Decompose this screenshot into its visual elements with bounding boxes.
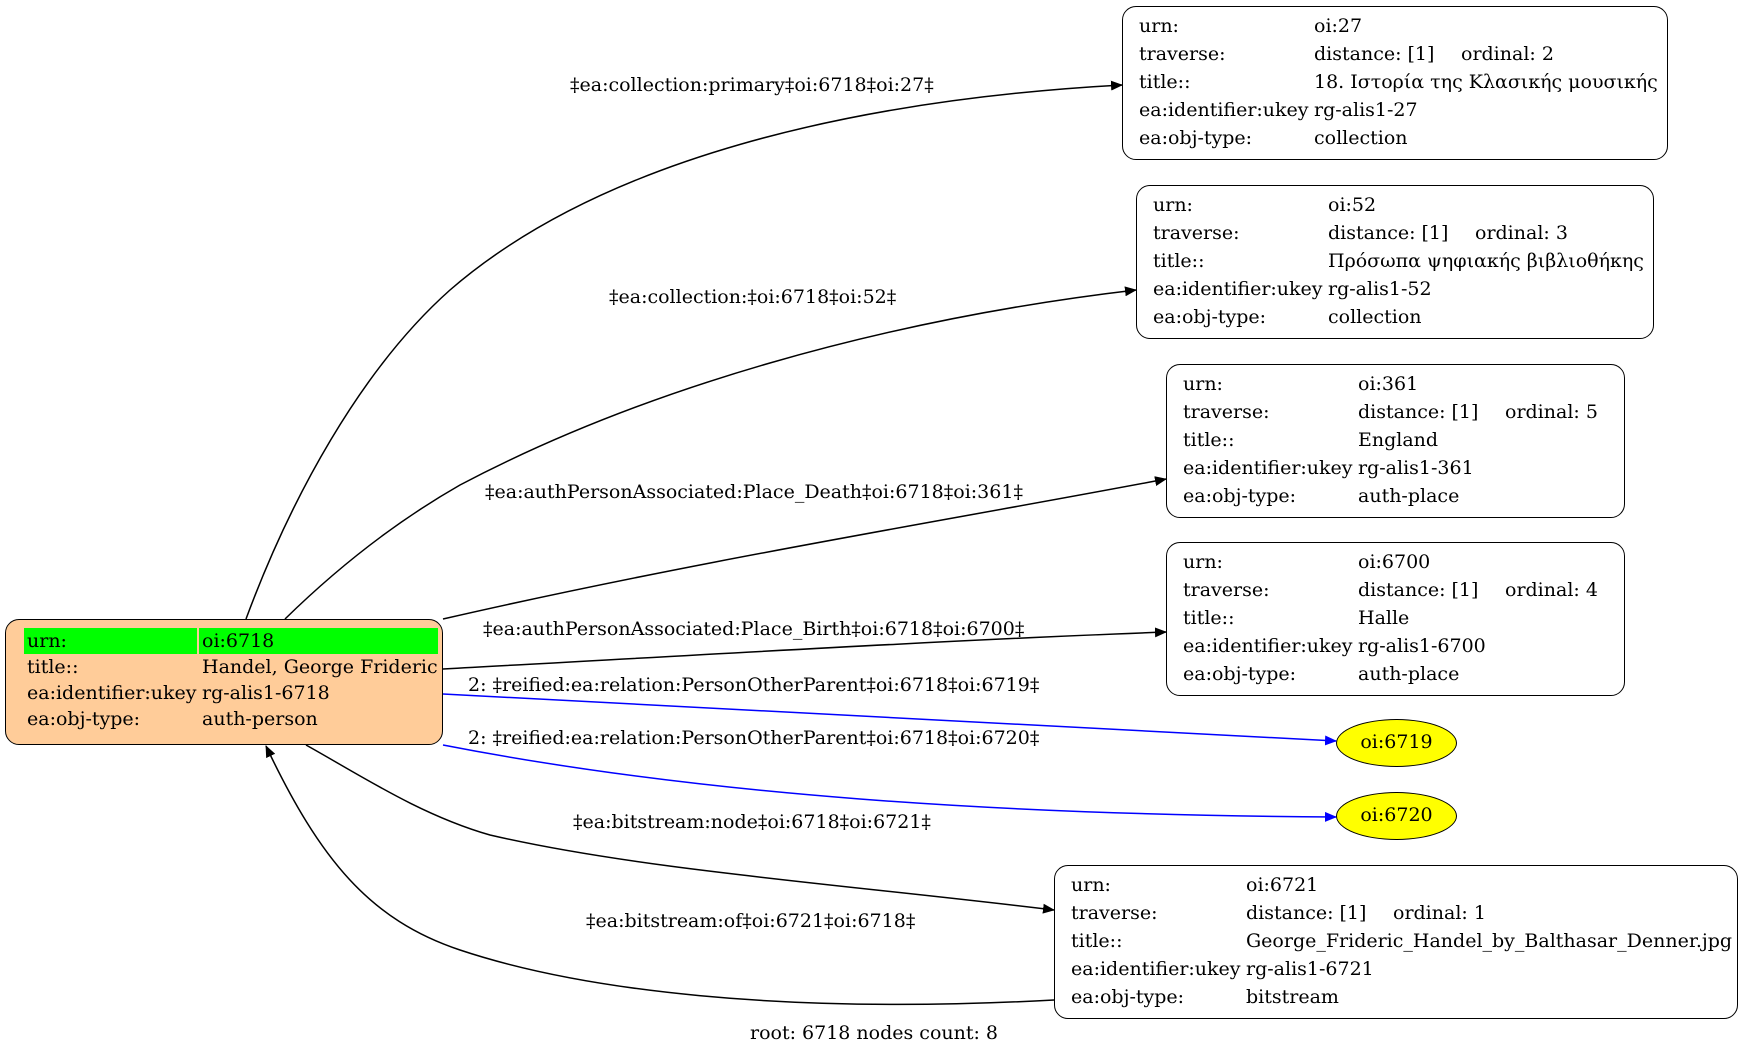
node-title-key: title:: xyxy=(1139,71,1191,93)
node-type-value: auth-place xyxy=(1358,663,1460,685)
node-title-value: 18. Ιστορία της Κλασικής μουσικής xyxy=(1314,71,1658,93)
node-urn-value: oi:361 xyxy=(1358,373,1419,395)
edge-label: ‡ea:collection:‡oi:6718‡oi:52‡ xyxy=(609,286,897,308)
edge-from-oi6721 xyxy=(265,745,1055,1006)
node-title-key: title:: xyxy=(1071,930,1123,952)
node-ukey-value: rg-alis1-361 xyxy=(1358,457,1474,479)
root-ukey-value: rg-alis1-6718 xyxy=(202,682,330,704)
node-ukey-key: ea:identifier:ukey xyxy=(1183,635,1353,657)
root-urn-value: oi:6718 xyxy=(199,628,438,654)
node-type-key: ea:obj-type: xyxy=(1153,306,1267,328)
node-ukey-value: rg-alis1-52 xyxy=(1328,278,1432,300)
root-type-key: ea:obj-type: xyxy=(27,708,141,730)
node-ordinal: ordinal: 2 xyxy=(1461,43,1554,65)
node-ordinal: ordinal: 4 xyxy=(1505,579,1598,601)
node-oi6700[interactable]: urn: oi:6700 traverse: distance: [1] ordina… xyxy=(1166,542,1625,696)
node-ukey-key: ea:identifier:ukey xyxy=(1139,99,1309,121)
edge-label: ‡ea:authPersonAssociated:Place_Death‡oi:… xyxy=(485,481,1023,503)
node-distance: distance: [1] xyxy=(1358,579,1479,601)
node-urn-key: urn: xyxy=(1183,373,1223,395)
edge-label: ‡ea:bitstream:node‡oi:6718‡oi:6721‡ xyxy=(573,811,931,833)
root-ukey-key: ea:identifier:ukey xyxy=(27,682,197,704)
node-title-value: George_Frideric_Handel_by_Balthasar_Denn… xyxy=(1246,930,1733,952)
node-type-key: ea:obj-type: xyxy=(1183,485,1297,507)
node-oi27[interactable]: urn: oi:27 traverse: distance: [1] ordinal:… xyxy=(1122,6,1668,160)
node-title-key: title:: xyxy=(1183,607,1235,629)
root-node[interactable]: urn: oi:6718 title:: Handel, George Frid… xyxy=(5,619,443,745)
node-urn-value: oi:6700 xyxy=(1358,551,1431,573)
node-traverse-key: traverse: xyxy=(1153,222,1240,244)
node-title-value: Halle xyxy=(1358,607,1410,629)
edge-to-oi27 xyxy=(245,80,1123,620)
node-oi6720[interactable]: oi:6720 xyxy=(1336,792,1457,840)
node-ukey-value: rg-alis1-6700 xyxy=(1358,635,1486,657)
root-title-key: title:: xyxy=(27,656,79,678)
node-title-value: England xyxy=(1358,429,1439,451)
node-ordinal: ordinal: 5 xyxy=(1505,401,1598,423)
node-ukey-key: ea:identifier:ukey xyxy=(1153,278,1323,300)
node-type-value: bitstream xyxy=(1246,986,1339,1008)
node-ordinal: ordinal: 1 xyxy=(1393,902,1486,924)
node-traverse-key: traverse: xyxy=(1183,579,1270,601)
edge-label: ‡ea:bitstream:of‡oi:6721‡oi:6718‡ xyxy=(586,910,916,932)
node-urn-value: oi:6721 xyxy=(1246,874,1319,896)
node-traverse-key: traverse: xyxy=(1071,902,1158,924)
edge-to-oi361 xyxy=(442,476,1167,620)
edge-label: ‡ea:collection:primary‡oi:6718‡oi:27‡ xyxy=(570,74,934,96)
node-distance: distance: [1] xyxy=(1328,222,1449,244)
edge-to-oi6720 xyxy=(442,744,1337,822)
node-type-value: collection xyxy=(1328,306,1422,328)
node-urn-value: oi:27 xyxy=(1314,15,1363,37)
edge-label: ‡ea:authPersonAssociated:Place_Birth‡oi:… xyxy=(483,618,1025,640)
edge-label: 2: ‡reified:ea:relation:PersonOtherParen… xyxy=(468,674,1040,696)
root-urn-key: urn: xyxy=(24,628,197,654)
node-traverse-key: traverse: xyxy=(1183,401,1270,423)
node-distance: distance: [1] xyxy=(1358,401,1479,423)
node-traverse-key: traverse: xyxy=(1139,43,1226,65)
ellipse-label: oi:6720 xyxy=(1360,804,1433,826)
graph-footer: root: 6718 nodes count: 8 xyxy=(750,1022,999,1044)
node-urn-key: urn: xyxy=(1071,874,1111,896)
node-title-key: title:: xyxy=(1183,429,1235,451)
node-oi361[interactable]: urn: oi:361 traverse: distance: [1] ordinal… xyxy=(1166,364,1625,518)
node-distance: distance: [1] xyxy=(1314,43,1435,65)
node-type-value: auth-place xyxy=(1358,485,1460,507)
node-distance: distance: [1] xyxy=(1246,902,1367,924)
node-ukey-key: ea:identifier:ukey xyxy=(1183,457,1353,479)
root-type-value: auth-person xyxy=(202,708,318,730)
node-oi52[interactable]: urn: oi:52 traverse: distance: [1] ordinal:… xyxy=(1136,185,1654,339)
node-type-key: ea:obj-type: xyxy=(1071,986,1185,1008)
root-urn-row: urn: oi:6718 xyxy=(19,628,438,654)
ellipse-label: oi:6719 xyxy=(1360,731,1433,753)
node-type-value: collection xyxy=(1314,127,1408,149)
edge-to-oi6700 xyxy=(442,627,1167,670)
node-urn-key: urn: xyxy=(1153,194,1193,216)
node-title-value: Πρόσωπα ψηφιακής βιβλιοθήκης xyxy=(1328,250,1644,272)
node-title-key: title:: xyxy=(1153,250,1205,272)
node-oi6719[interactable]: oi:6719 xyxy=(1336,719,1457,767)
node-ukey-key: ea:identifier:ukey xyxy=(1071,958,1241,980)
node-oi6721[interactable]: urn: oi:6721 traverse: distance: [1] ordina… xyxy=(1054,865,1738,1019)
node-type-key: ea:obj-type: xyxy=(1139,127,1253,149)
node-ordinal: ordinal: 3 xyxy=(1475,222,1568,244)
node-urn-key: urn: xyxy=(1183,551,1223,573)
node-urn-value: oi:52 xyxy=(1328,194,1377,216)
node-ukey-value: rg-alis1-27 xyxy=(1314,99,1418,121)
node-urn-key: urn: xyxy=(1139,15,1179,37)
edge-to-oi6721 xyxy=(305,744,1055,914)
edge-to-oi52 xyxy=(284,286,1137,620)
node-ukey-value: rg-alis1-6721 xyxy=(1246,958,1374,980)
root-title-value: Handel, George Frideric xyxy=(202,656,438,678)
node-type-key: ea:obj-type: xyxy=(1183,663,1297,685)
edge-label: 2: ‡reified:ea:relation:PersonOtherParen… xyxy=(468,727,1040,749)
